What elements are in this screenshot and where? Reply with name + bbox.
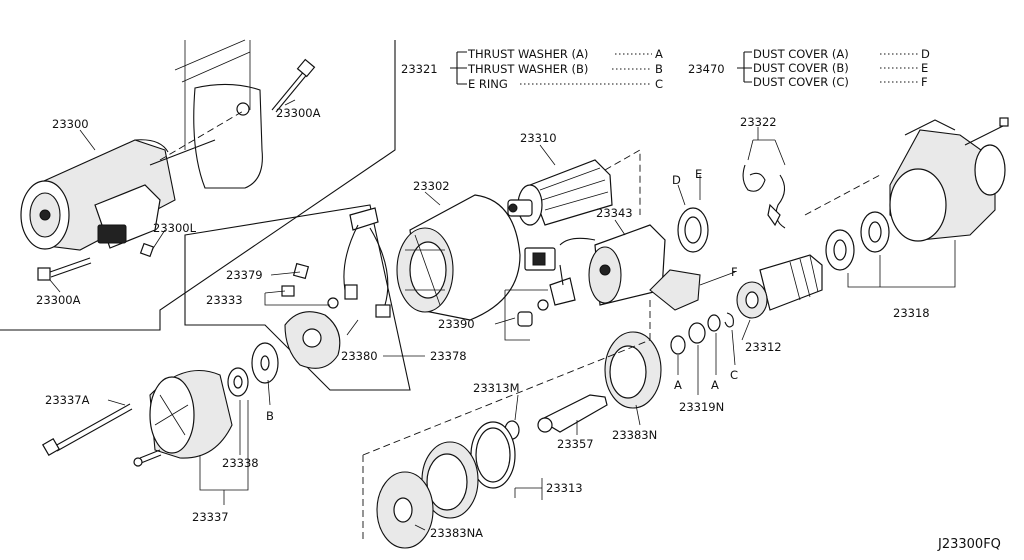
label-23319N[interactable]: 23319N <box>679 400 724 414</box>
front-housing[interactable] <box>804 117 1009 242</box>
ring-A1[interactable] <box>670 335 686 355</box>
ring-23313[interactable] <box>470 421 516 489</box>
legend-23321-number: 23321 <box>401 62 438 76</box>
shaft-23357[interactable] <box>537 394 608 433</box>
label-23322[interactable]: 23322 <box>740 115 777 129</box>
nut-23300L[interactable] <box>139 242 155 258</box>
legend-23321-key-3: C <box>655 77 663 91</box>
leader-lines <box>49 99 956 531</box>
label-23333[interactable]: 23333 <box>206 293 243 307</box>
through-bolt-23337A[interactable] <box>41 403 162 467</box>
label-23337A[interactable]: 23337A <box>45 393 90 407</box>
label-23343[interactable]: 23343 <box>596 206 633 220</box>
yoke-23302[interactable] <box>396 194 521 321</box>
label-23390[interactable]: 23390 <box>438 317 475 331</box>
label-23318[interactable]: 23318 <box>893 306 930 320</box>
legend-23470-key-1: D <box>921 47 930 61</box>
gear-housing-23383NA[interactable] <box>376 471 434 549</box>
legend-23470-item-1: DUST COVER (A) <box>753 47 849 61</box>
label-23337[interactable]: 23337 <box>192 510 229 524</box>
label-23379[interactable]: 23379 <box>226 268 263 282</box>
label-23310[interactable]: 23310 <box>520 131 557 145</box>
label-23300[interactable]: 23300 <box>52 117 89 131</box>
legend-23470-key-2: E <box>921 61 928 75</box>
legend-23321-item-2: THRUST WASHER (B) <box>467 62 588 76</box>
drive-lever-23322[interactable] <box>742 164 786 229</box>
solenoid-23343[interactable] <box>524 224 666 306</box>
label-23300A-top[interactable]: 23300A <box>276 106 321 120</box>
engine-block-outline <box>0 39 396 331</box>
label-23383NA[interactable]: 23383NA <box>430 526 483 540</box>
legend-23321-item-3: E RING <box>468 77 508 91</box>
bolt-23300A-top[interactable] <box>271 58 316 113</box>
callout-A2: A <box>711 378 719 392</box>
label-23313M[interactable]: 23313M <box>473 381 520 395</box>
label-23357[interactable]: 23357 <box>557 437 594 451</box>
legend-23321-key-1: A <box>655 47 663 61</box>
label-23312[interactable]: 23312 <box>745 340 782 354</box>
armature-23310[interactable] <box>507 149 641 226</box>
rear-cover-23337[interactable] <box>149 369 233 459</box>
ring-A2[interactable] <box>707 314 721 332</box>
ring-23319N[interactable] <box>688 322 706 344</box>
bearing-23318-b[interactable] <box>860 211 890 253</box>
dust-cover-D[interactable] <box>677 207 709 253</box>
label-23300L[interactable]: 23300L <box>153 221 197 235</box>
shift-lever-23390[interactable] <box>517 264 576 327</box>
legend-23470-item-3: DUST COVER (C) <box>753 75 849 89</box>
legend-23321-item-1: THRUST WASHER (A) <box>467 47 588 61</box>
callout-D: D <box>672 173 681 187</box>
e-ring-C[interactable] <box>724 312 734 328</box>
internal-gear-23383N[interactable] <box>604 331 662 409</box>
callout-A1: A <box>674 378 682 392</box>
starter-motor-assembly[interactable] <box>20 109 246 251</box>
overrunning-clutch-23312[interactable] <box>736 254 823 319</box>
brush-23380[interactable] <box>343 207 391 318</box>
assembly-dash-line <box>362 300 651 540</box>
callout-C: C <box>730 368 738 382</box>
brush-holder-group-23378 <box>184 204 411 391</box>
bolt-23300A-bottom[interactable] <box>37 257 92 281</box>
dust-cover-F[interactable] <box>649 269 701 311</box>
thrust-washer-B[interactable] <box>251 342 279 384</box>
legend-23470-number: 23470 <box>688 62 725 76</box>
legend-23321-bracket <box>450 51 652 85</box>
label-23302[interactable]: 23302 <box>413 179 450 193</box>
label-23380[interactable]: 23380 <box>341 349 378 363</box>
label-23383N[interactable]: 23383N <box>612 428 657 442</box>
brush-spring-23379[interactable] <box>292 262 310 280</box>
planetary-gear-23313[interactable] <box>421 441 479 519</box>
legend-23470-bracket <box>737 51 918 83</box>
label-23338[interactable]: 23338 <box>222 456 259 470</box>
bearing-23318-a[interactable] <box>825 229 855 271</box>
callout-E: E <box>695 167 702 181</box>
label-23313[interactable]: 23313 <box>546 481 583 495</box>
legend-23321-key-2: B <box>655 62 663 76</box>
label-23378[interactable]: 23378 <box>430 349 467 363</box>
callout-B: B <box>266 409 274 423</box>
label-23300A-bottom[interactable]: 23300A <box>36 293 81 307</box>
diagram-code: J23300FQ <box>937 537 1001 552</box>
brush-plate[interactable] <box>284 311 341 369</box>
bush-23338[interactable] <box>227 367 249 397</box>
callout-F: F <box>731 265 738 279</box>
legend-23470-key-3: F <box>921 75 928 89</box>
legend-23470-item-2: DUST COVER (B) <box>753 61 849 75</box>
